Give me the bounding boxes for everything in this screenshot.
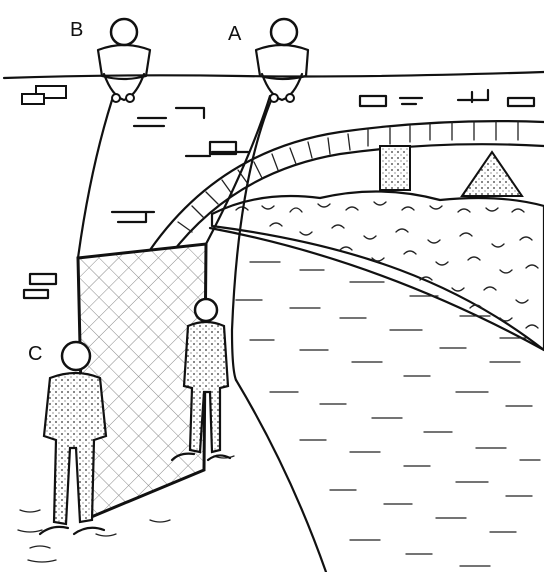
bridge-pillar (379, 145, 411, 191)
rope-b (76, 98, 114, 260)
rope-a (204, 94, 274, 382)
label-c: C (28, 343, 43, 365)
label-a: A (228, 23, 242, 45)
wall-top-edge (2, 70, 544, 80)
foliage (210, 190, 544, 352)
distant-pyramid (460, 150, 524, 197)
person-c (38, 340, 108, 536)
river (208, 226, 544, 574)
person-a (254, 17, 310, 103)
person-behind-net (170, 297, 232, 462)
label-b: B (70, 19, 84, 41)
person-b (96, 17, 152, 103)
wall-bricks (21, 85, 536, 300)
